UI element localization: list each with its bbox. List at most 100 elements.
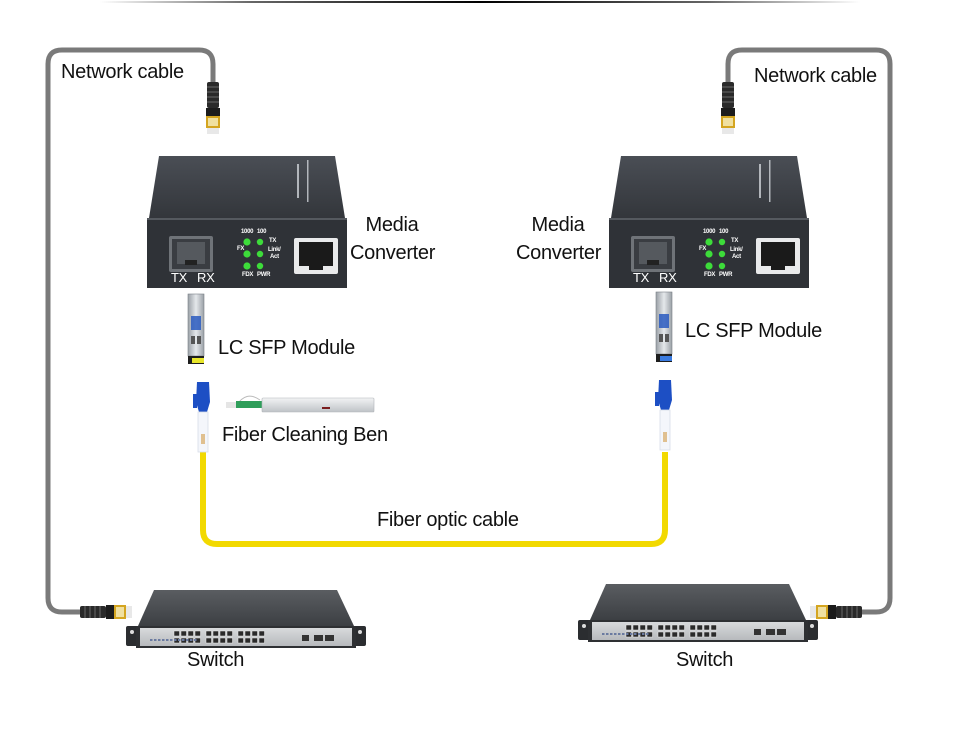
sfp-module-right bbox=[655, 291, 673, 362]
port-label-tx: TX bbox=[633, 270, 650, 285]
switch-rj45-port bbox=[226, 630, 233, 637]
switch-status-led bbox=[642, 633, 645, 635]
fiber-optic-cable bbox=[200, 452, 668, 547]
led-label-act: Act bbox=[270, 254, 279, 260]
switch-status-led bbox=[602, 633, 605, 635]
switch-uplink-port bbox=[302, 635, 309, 641]
switch-sfp-port bbox=[766, 629, 775, 635]
sfp-module-left bbox=[187, 293, 205, 364]
switch-rj45-port bbox=[173, 630, 180, 637]
label-media-converter-left: Media Converter bbox=[350, 214, 436, 264]
switch-status-led bbox=[622, 633, 625, 635]
switch-rj45-port bbox=[244, 637, 251, 644]
lc-connector-left bbox=[193, 382, 210, 453]
switch-rj45-port bbox=[237, 637, 244, 644]
switch-rj45-port bbox=[657, 631, 664, 638]
switch-sfp-port bbox=[314, 635, 323, 641]
label-media-converter-right: Media Converter bbox=[516, 214, 602, 264]
switch-sfp-port bbox=[325, 635, 334, 641]
switch-rj45-port bbox=[237, 630, 244, 637]
switch-ports bbox=[150, 630, 334, 644]
rj45-plug-icon bbox=[205, 81, 221, 135]
switch-status-led bbox=[634, 633, 637, 635]
label-switch-right: Switch bbox=[676, 649, 734, 671]
led-label-act: Act bbox=[732, 254, 741, 260]
switch-status-led bbox=[646, 633, 649, 635]
switch-rj45-port bbox=[671, 624, 678, 631]
switch-rj45-port bbox=[696, 631, 703, 638]
switch-rj45-port bbox=[258, 637, 265, 644]
switch-rj45-port bbox=[194, 630, 201, 637]
rj45-plug-icon bbox=[720, 81, 736, 135]
rj45-plug-icon bbox=[79, 604, 133, 620]
switch-status-led bbox=[166, 639, 169, 641]
switch-status-led bbox=[170, 639, 173, 641]
switch-rj45-port bbox=[678, 631, 685, 638]
switch-status-led bbox=[178, 639, 181, 641]
switch-status-led bbox=[626, 633, 629, 635]
led-label-pwr: PWR bbox=[719, 272, 733, 278]
switch-rj45-port bbox=[244, 630, 251, 637]
switch-sfp-port bbox=[777, 629, 786, 635]
switch-rj45-port bbox=[710, 631, 717, 638]
switch-rj45-port bbox=[671, 631, 678, 638]
port-label-rx: RX bbox=[197, 270, 215, 285]
label-cleaning-pen: Fiber Cleaning Ben bbox=[222, 424, 388, 446]
switch-status-led bbox=[606, 633, 609, 635]
led-label-fx: FX bbox=[237, 246, 245, 252]
led-label-100: 100 bbox=[257, 229, 267, 235]
led-label-link: Link/ bbox=[730, 247, 743, 253]
switch-status-led bbox=[194, 639, 197, 641]
switch-ports bbox=[602, 624, 786, 638]
switch-rj45-port bbox=[251, 637, 258, 644]
switch-rj45-port bbox=[219, 637, 226, 644]
switch-rj45-port bbox=[625, 624, 632, 631]
switch-status-led bbox=[162, 639, 165, 641]
switch-status-led bbox=[610, 633, 613, 635]
switch-rj45-port bbox=[703, 624, 710, 631]
switch-rj45-port bbox=[689, 624, 696, 631]
switch-status-led bbox=[186, 639, 189, 641]
label-sfp-left: LC SFP Module bbox=[218, 337, 355, 359]
switch-uplink-port bbox=[754, 629, 761, 635]
switch-rj45-port bbox=[664, 631, 671, 638]
switch-rj45-port bbox=[187, 630, 194, 637]
network-cable-left bbox=[45, 47, 216, 615]
led-label-1000: 1000 bbox=[241, 229, 254, 235]
switch-rj45-port bbox=[657, 624, 664, 631]
switch-status-led bbox=[190, 639, 193, 641]
switch-status-led bbox=[158, 639, 161, 641]
port-label-rx: RX bbox=[659, 270, 677, 285]
switch-status-led bbox=[638, 633, 641, 635]
switch-right bbox=[578, 584, 818, 642]
led-label-pwr: PWR bbox=[257, 272, 271, 278]
switch-rj45-port bbox=[180, 630, 187, 637]
switch-rj45-port bbox=[703, 631, 710, 638]
led-label-tx: TX bbox=[731, 238, 739, 244]
led-label-fx: FX bbox=[699, 246, 707, 252]
switch-rj45-port bbox=[639, 624, 646, 631]
switch-rj45-port bbox=[696, 624, 703, 631]
switch-rj45-port bbox=[689, 631, 696, 638]
switch-status-led bbox=[174, 639, 177, 641]
switch-status-led bbox=[154, 639, 157, 641]
lc-connector-right bbox=[655, 380, 672, 451]
switch-rj45-port bbox=[205, 637, 212, 644]
label-sfp-right: LC SFP Module bbox=[685, 320, 822, 342]
port-label-tx: TX bbox=[171, 270, 188, 285]
label-network-cable-right: Network cable bbox=[754, 65, 877, 87]
switch-rj45-port bbox=[251, 630, 258, 637]
switch-rj45-port bbox=[226, 637, 233, 644]
network-cable-right bbox=[725, 47, 893, 615]
switch-rj45-port bbox=[212, 637, 219, 644]
led-label-link: Link/ bbox=[268, 247, 281, 253]
converter-panel-right: TX RX 1000 100 TX FX Link/ Act FDX PWR bbox=[609, 156, 809, 288]
switch-rj45-port bbox=[212, 630, 219, 637]
led-label-1000: 1000 bbox=[703, 229, 716, 235]
switch-status-led bbox=[150, 639, 153, 641]
switch-rj45-port bbox=[678, 624, 685, 631]
switch-rj45-port bbox=[664, 624, 671, 631]
switch-rj45-port bbox=[646, 624, 653, 631]
switch-status-led bbox=[614, 633, 617, 635]
